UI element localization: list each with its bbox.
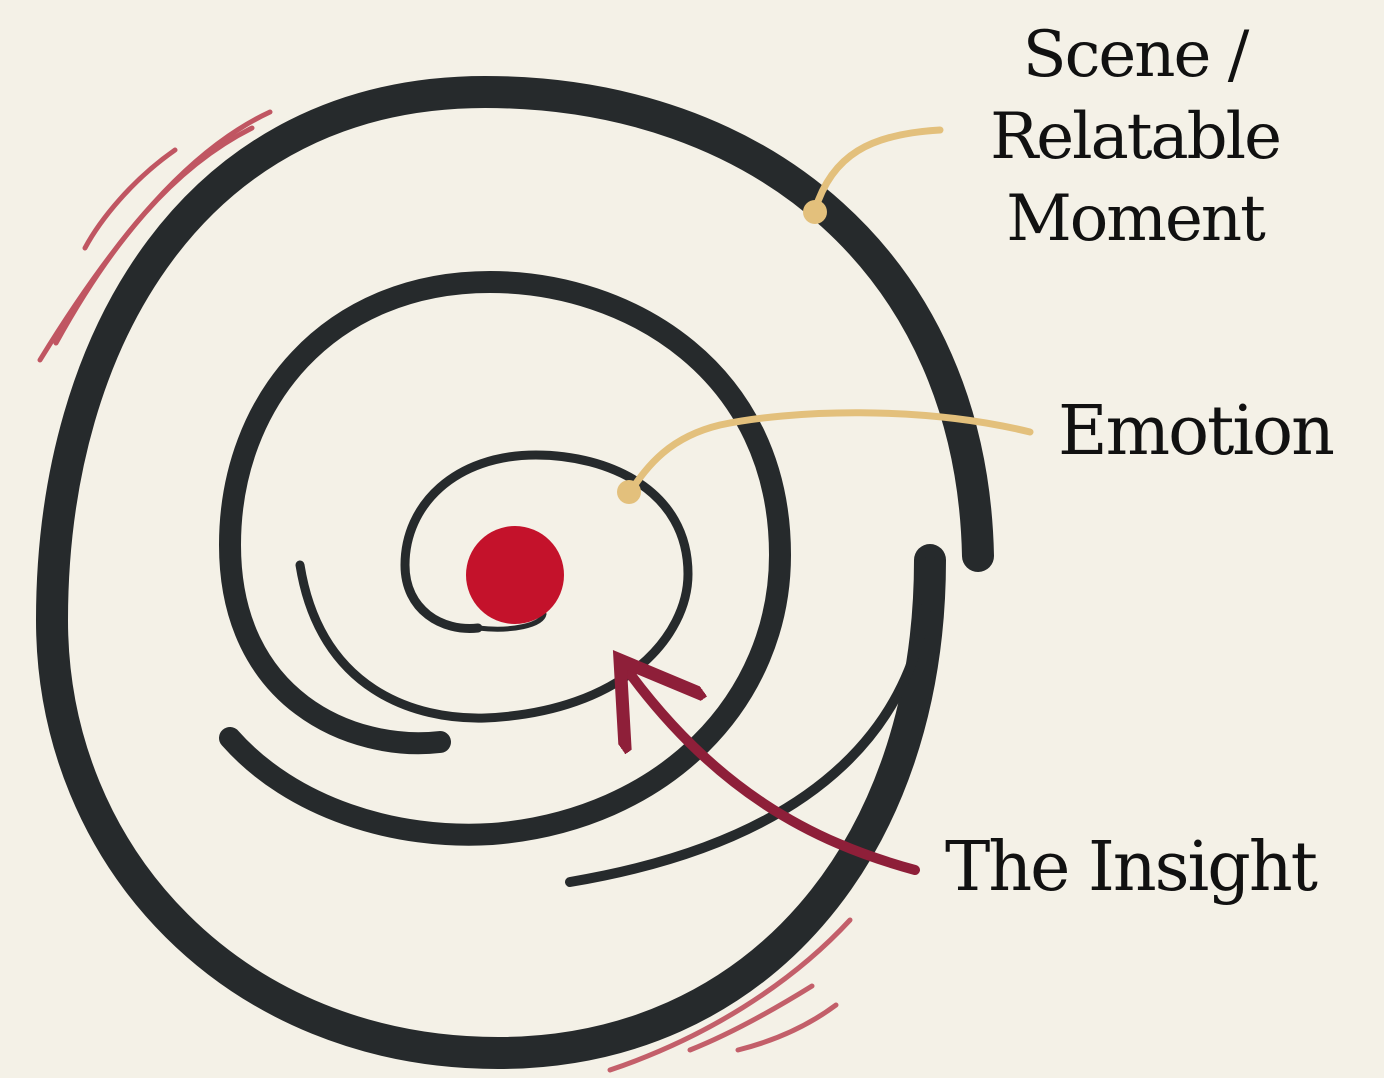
insight-core-dot	[466, 526, 564, 624]
scene-label: Scene / Relatable Moment	[970, 14, 1300, 260]
scene-label-line-3: Moment	[970, 178, 1300, 260]
scene-anchor-dot	[803, 200, 827, 224]
scene-label-line-1: Scene /	[970, 14, 1300, 96]
insight-label: The Insight	[945, 834, 1316, 902]
emotion-anchor-dot	[617, 480, 641, 504]
scene-label-line-2: Relatable	[970, 96, 1300, 178]
emotion-label: Emotion	[1058, 398, 1333, 466]
